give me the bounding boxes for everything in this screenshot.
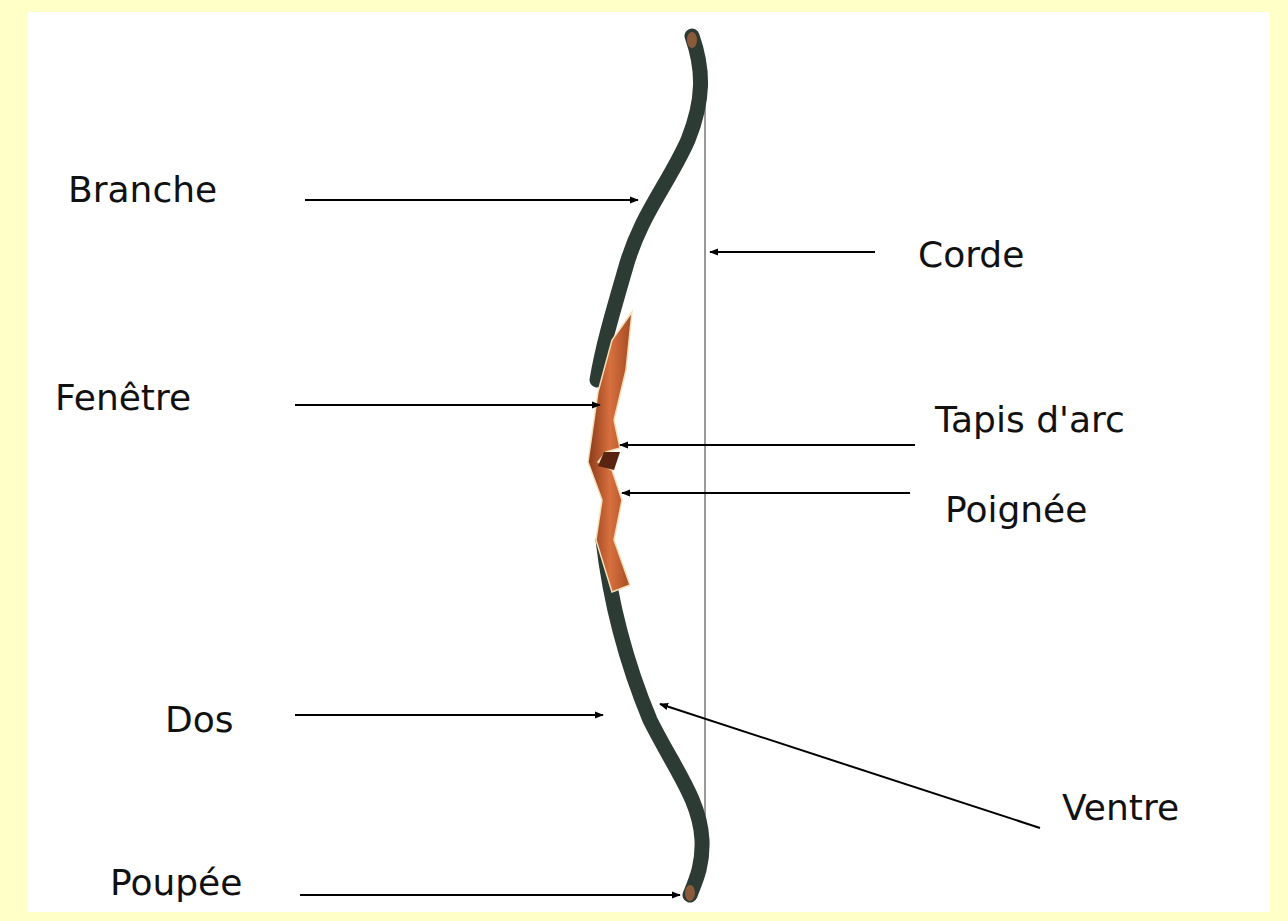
part-name: Ventre xyxy=(1062,788,1179,828)
part-name: Corde xyxy=(918,235,1024,275)
bow-string xyxy=(704,95,706,842)
part-name: Dos xyxy=(165,700,234,740)
leader-line xyxy=(710,251,875,253)
part-name: Poignée xyxy=(945,490,1087,530)
leader-line xyxy=(300,894,680,896)
leader-line xyxy=(295,714,603,716)
part-name: Poupée xyxy=(110,863,242,903)
bow-tip xyxy=(685,885,695,901)
leader-line xyxy=(620,444,915,446)
leader-lines xyxy=(295,200,1040,895)
arrow-rest xyxy=(598,452,620,470)
riser xyxy=(588,312,632,592)
white-panel xyxy=(28,12,1270,912)
part-name: Tapis d'arc xyxy=(935,400,1125,440)
part-name: Branche xyxy=(68,170,217,210)
leader-line xyxy=(660,704,1040,828)
leader-line xyxy=(622,492,910,494)
part-name: Fenêtre xyxy=(55,378,191,418)
upper-limb xyxy=(597,36,701,380)
leader-line xyxy=(305,199,638,201)
bow-tip xyxy=(687,32,697,48)
leader-line xyxy=(295,404,600,406)
lower-limb xyxy=(603,540,702,895)
